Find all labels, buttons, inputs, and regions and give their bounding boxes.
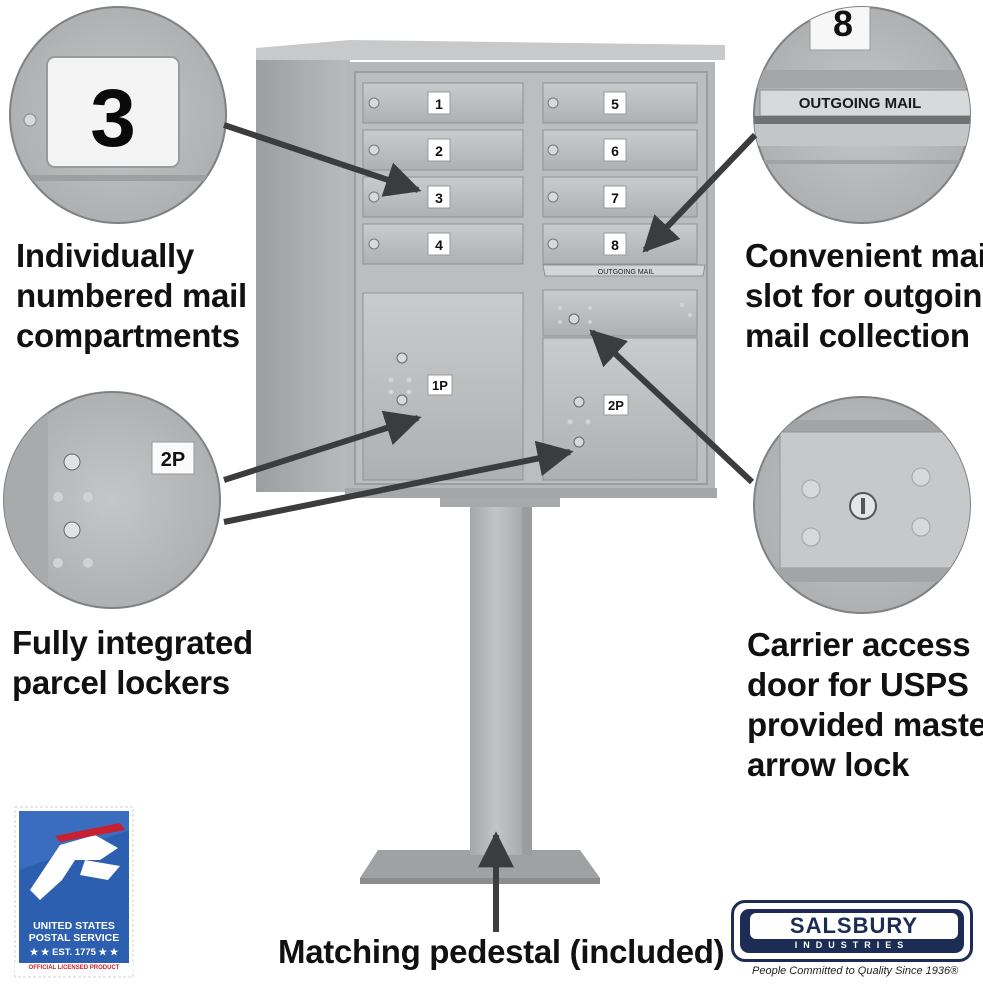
door-number-6: 6 <box>611 143 619 159</box>
outgoing-slot-label: OUTGOING MAIL <box>598 269 655 276</box>
caption-line: numbered mail <box>16 277 247 314</box>
caption-line: Convenient mail <box>745 237 983 274</box>
callout-arrows <box>223 122 758 932</box>
caption-line: provided master <box>747 706 983 743</box>
caption-line: slot for outgoing <box>745 277 983 314</box>
parcel-lockers: 1P 2P <box>362 292 698 481</box>
caption-line: Carrier access <box>747 626 971 663</box>
door-number-4: 4 <box>435 237 443 253</box>
zoom-outgoing-label: OUTGOING MAIL <box>799 95 922 112</box>
usps-line-2: POSTAL SERVICE <box>28 932 120 944</box>
door-number-7: 7 <box>611 190 619 206</box>
zoom-circle-compartment-number: 3 <box>9 6 227 224</box>
caption-pedestal: Matching pedestal (included) <box>278 932 725 972</box>
salsbury-name: SALSBURY <box>750 913 958 939</box>
caption-line: Matching pedestal (included) <box>278 933 725 970</box>
usps-line-3: ★ ★ EST. 1775 ★ ★ <box>29 947 119 958</box>
door-number-5: 5 <box>611 96 619 112</box>
usps-line-1: UNITED STATES <box>33 920 115 932</box>
zoom-circle-parcel-locker: 2P <box>3 391 221 609</box>
caption-line: Fully integrated <box>12 624 253 661</box>
zoom-circle-outgoing-slot: 8 OUTGOING MAIL <box>753 3 971 224</box>
parcel-label-2p: 2P <box>608 398 624 413</box>
zoom-slot-number: 8 <box>833 3 853 44</box>
parcel-label-1p: 1P <box>432 378 448 393</box>
zoom-compartment-number: 3 <box>90 73 136 164</box>
zoom-circle-carrier-lock <box>753 396 971 614</box>
pedestal <box>360 495 600 884</box>
outgoing-mail-slot: OUTGOING MAIL <box>542 264 706 277</box>
caption-line: parcel lockers <box>12 664 230 701</box>
door-number-2: 2 <box>435 143 443 159</box>
door-number-1: 1 <box>435 96 443 112</box>
caption-numbered-compartments: Individually numbered mail compartments <box>16 236 247 356</box>
caption-line: Individually <box>16 237 194 274</box>
caption-line: mail collection <box>745 317 970 354</box>
door-number-8: 8 <box>611 237 619 253</box>
caption-line: arrow lock <box>747 746 910 783</box>
caption-line: door for USPS <box>747 666 969 703</box>
usps-line-4: OFFICIAL LICENSED PRODUCT <box>15 963 133 973</box>
caption-carrier-door: Carrier access door for USPS provided ma… <box>747 625 983 785</box>
carrier-access-door <box>542 289 698 337</box>
salsbury-logo: SALSBURY INDUSTRIES <box>731 900 973 962</box>
zoom-parcel-label: 2P <box>161 449 185 471</box>
usps-licensed-logo <box>14 806 134 978</box>
caption-outgoing-slot: Convenient mail slot for outgoing mail c… <box>745 236 983 356</box>
salsbury-tagline: People Committed to Quality Since 1936® <box>752 965 959 977</box>
caption-line: compartments <box>16 317 240 354</box>
salsbury-logo-inner: SALSBURY INDUSTRIES <box>740 909 964 953</box>
salsbury-sub: INDUSTRIES <box>794 940 910 950</box>
door-number-3: 3 <box>435 190 443 206</box>
caption-parcel-lockers: Fully integrated parcel lockers <box>12 623 253 703</box>
